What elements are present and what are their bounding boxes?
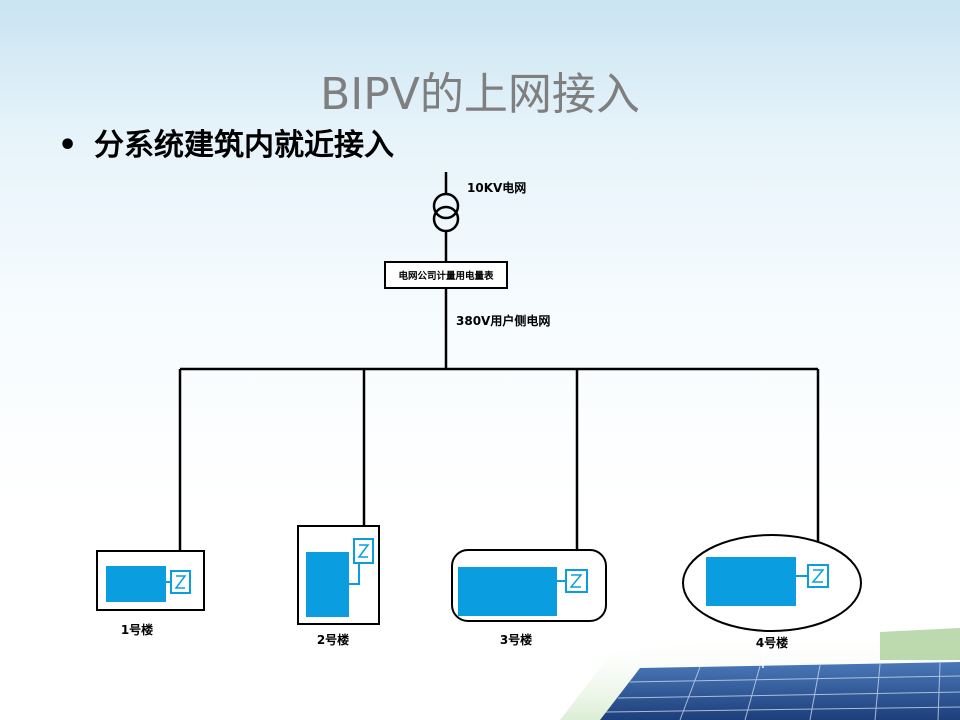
inverter-icon [353, 538, 374, 564]
building-label: 1号楼 [121, 622, 153, 637]
meter-label: 电网公司计量用电量表 [398, 270, 494, 282]
building-label: 3号楼 [500, 632, 532, 647]
building-label: 2号楼 [317, 632, 349, 647]
inverter-icon [807, 564, 829, 588]
inverter-icon [565, 569, 588, 593]
user-side-label: 380V用户侧电网 [456, 313, 550, 328]
building-label: 4号楼 [756, 635, 788, 650]
branch-lines [178, 369, 820, 571]
transformer-icon [432, 172, 460, 262]
slide-title: BIPV的上网接入 [320, 69, 640, 120]
building-2: 2号楼 [297, 525, 380, 647]
inverter-icon [170, 570, 191, 594]
grid-label: 10KV电网 [467, 180, 526, 195]
building-4: 4号楼 [682, 534, 862, 650]
bullet-dot: • [58, 128, 78, 163]
building-1: 1号楼 [96, 550, 205, 637]
solar-array-icon [306, 552, 349, 617]
solar-array-icon [458, 567, 557, 616]
solar-array-icon [106, 566, 166, 602]
solar-array-icon [706, 557, 796, 606]
bullet-text: 分系统建筑内就近接入 [94, 128, 394, 163]
building-3: 3号楼 [451, 549, 607, 647]
bullet-item: • 分系统建筑内就近接入 [58, 120, 394, 164]
